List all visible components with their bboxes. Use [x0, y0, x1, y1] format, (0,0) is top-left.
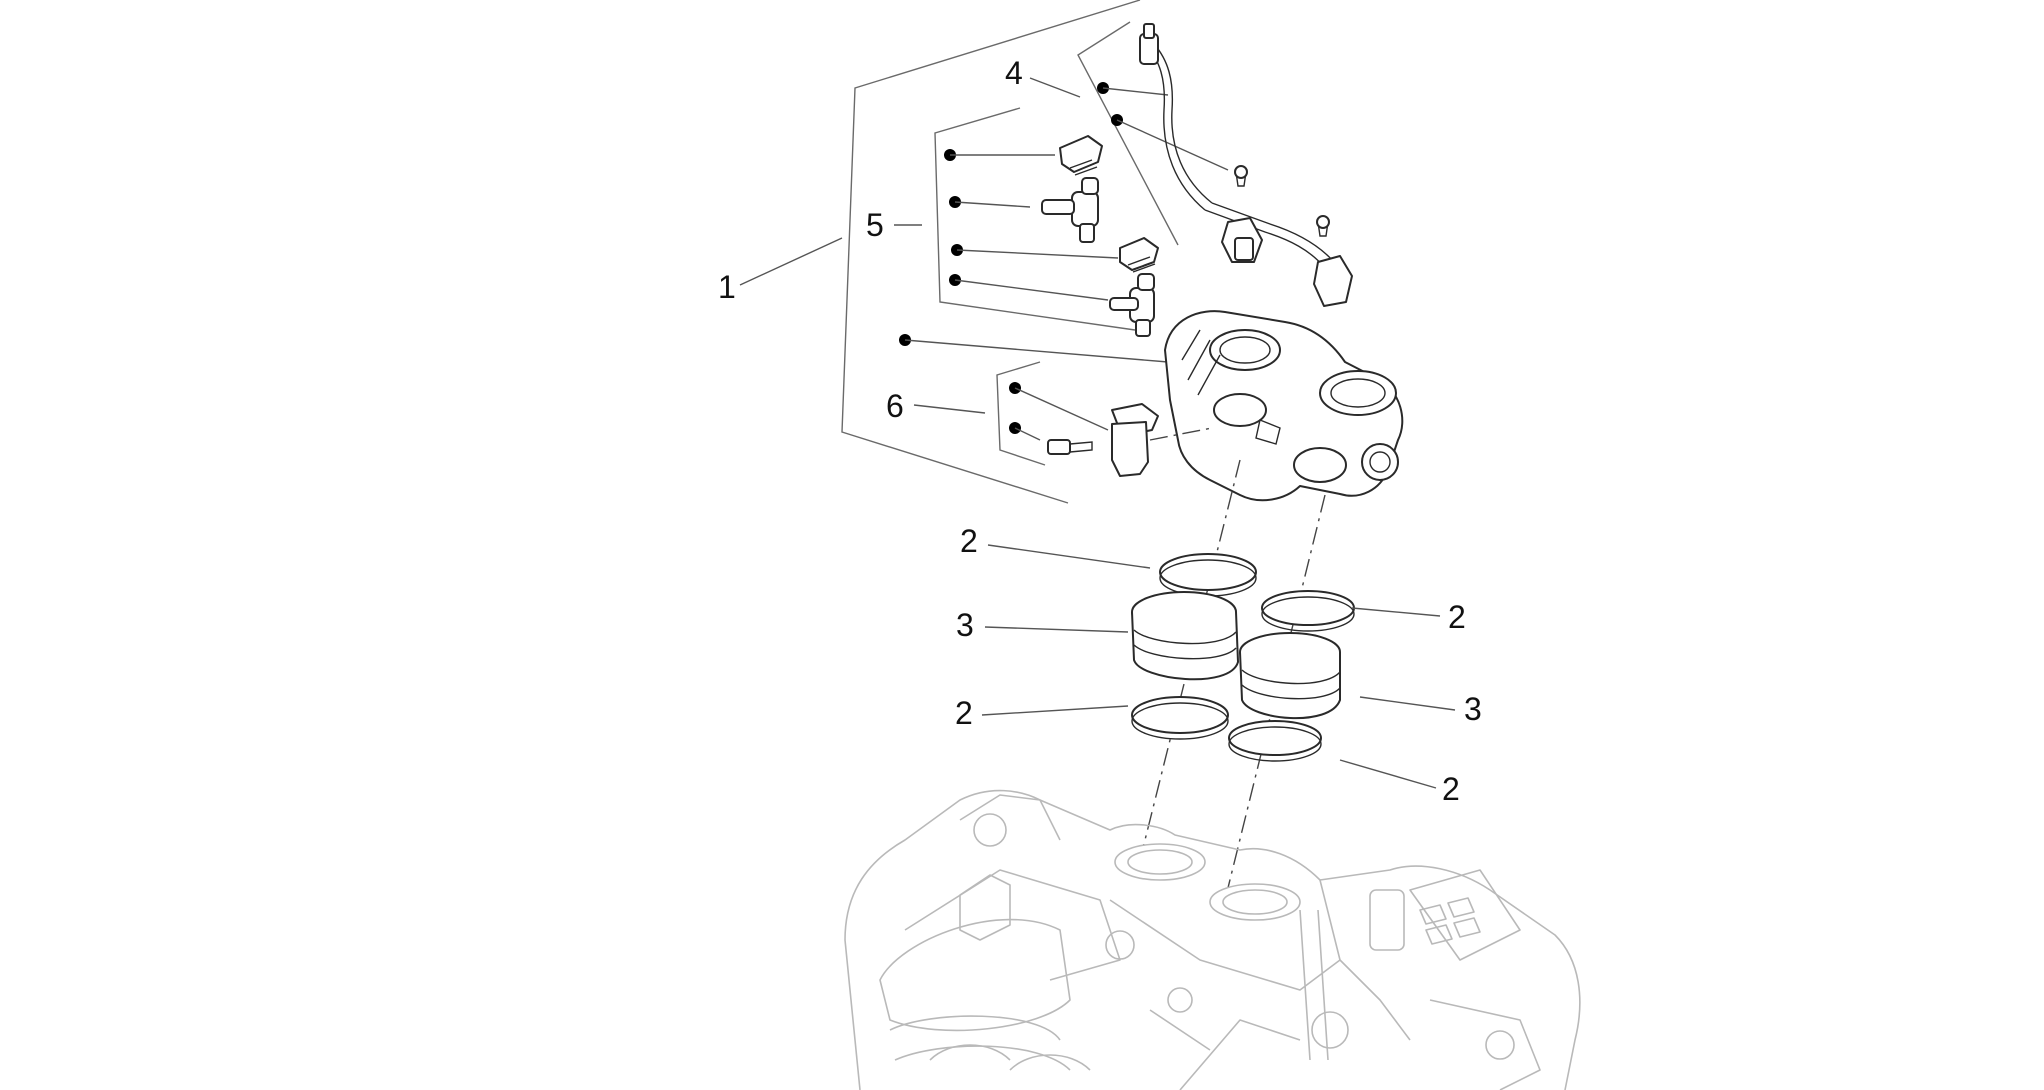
fuel-rail	[1139, 23, 1353, 307]
group-bracket-4	[1029, 21, 1179, 246]
callout-5: 5	[866, 207, 884, 243]
throttle-sensor	[1047, 403, 1213, 477]
intake-rubber-right	[1228, 590, 1355, 762]
callout-3-left: 3	[956, 607, 974, 643]
callout-leaders	[981, 544, 1456, 789]
group-bracket-6	[913, 361, 1046, 466]
engine-block	[844, 789, 1581, 1090]
callout-2-upper-left: 2	[960, 523, 978, 559]
injector-set	[1041, 135, 1159, 337]
callout-2-lower-right: 2	[1442, 771, 1460, 807]
group-bracket-5	[894, 107, 1136, 331]
bullet-markers	[899, 82, 1229, 441]
intake-rubber-left	[1131, 553, 1257, 740]
throttle-body	[1164, 310, 1404, 502]
group-bracket-1	[739, 0, 1141, 504]
callout-2-upper-right: 2	[1448, 599, 1466, 635]
callout-2-lower-left: 2	[955, 695, 973, 731]
callout-3-right: 3	[1464, 691, 1482, 727]
callout-4: 4	[1005, 55, 1023, 91]
callout-1: 1	[718, 269, 736, 305]
callout-labels: 1 4 5 6 2 2 3 3 2 2	[718, 55, 1482, 807]
callout-6: 6	[886, 388, 904, 424]
